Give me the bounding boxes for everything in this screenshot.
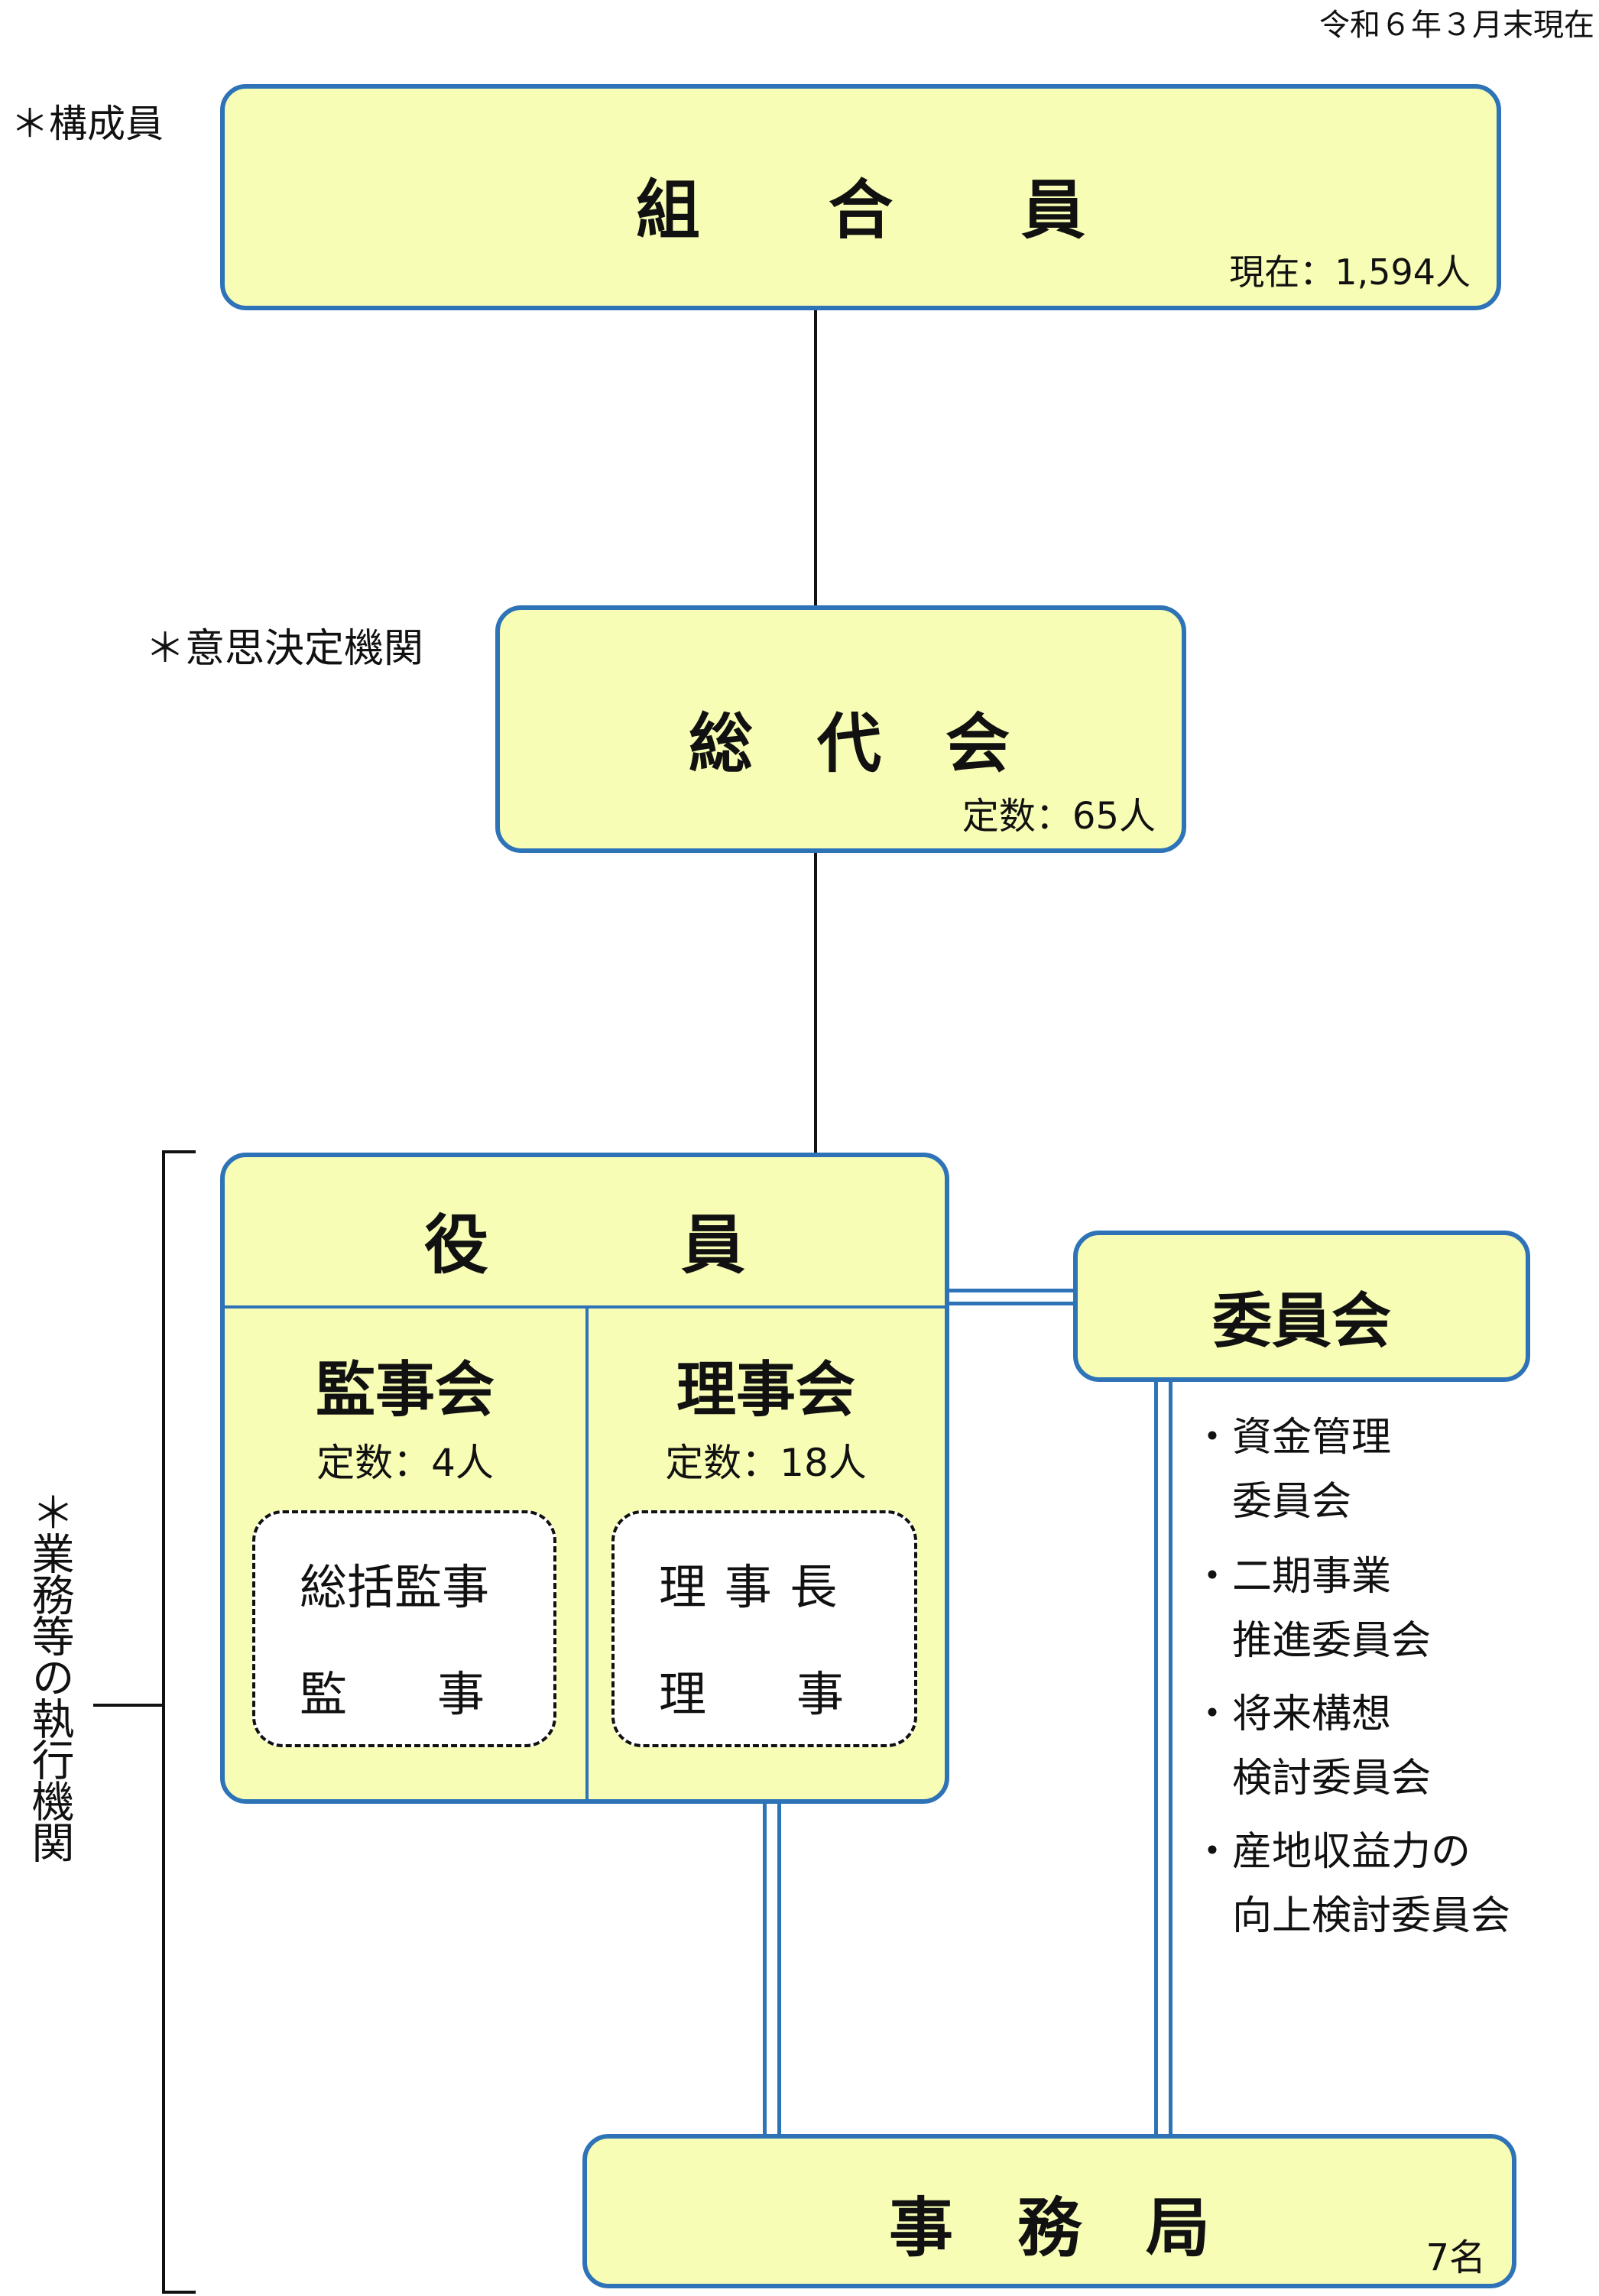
committee-title: 委員会 (1211, 1287, 1391, 1356)
members-to-assembly-line (814, 307, 817, 607)
auditors-members-group (252, 1510, 556, 1747)
committee-item-3-line-1: ・将来構想 (1192, 1691, 1392, 1737)
date-label: 令和６年３月末現在 (1319, 8, 1594, 43)
committee-item-3-line-2: 検討委員会 (1192, 1756, 1432, 1801)
officers-column-divider (585, 1307, 589, 1799)
committee-item-2-line-1: ・二期事業 (1192, 1554, 1392, 1600)
committee-item-1-line-1: ・資金管理 (1192, 1415, 1392, 1461)
exec-bracket (162, 1150, 196, 2294)
assembly-count: 定数：65人 (962, 795, 1156, 838)
assembly-box (495, 605, 1186, 853)
exec-bracket-tick (93, 1704, 164, 1707)
board-member-2: 理 事 (659, 1666, 844, 1722)
secretariat-count: 7名 (1425, 2236, 1486, 2279)
board-member-1: 理 事 長 (659, 1559, 839, 1615)
board-members-group (611, 1510, 917, 1747)
board-title: 理事会 (676, 1356, 855, 1425)
assembly-title: 総 代 会 (688, 706, 1010, 781)
auditors-member-1: 総括監事 (300, 1559, 490, 1615)
officers-committee-connector (946, 1289, 1079, 1305)
exec-role-label: ＊業務等の執行機関 (24, 1490, 74, 1862)
committee-secretariat-connector (1154, 1378, 1172, 2139)
officers-secretariat-connector (763, 1800, 781, 2139)
auditors-count: 定数：4人 (316, 1441, 494, 1485)
auditors-title: 監事会 (315, 1356, 495, 1425)
secretariat-title: 事 務 局 (888, 2191, 1210, 2265)
officers-header-divider (225, 1305, 945, 1309)
assembly-to-officers-line (814, 851, 817, 1154)
members-title: 組 合 員 (635, 173, 1085, 248)
officers-title: 役 員 (423, 1208, 745, 1283)
committee-item-1-line-2: 委員会 (1192, 1479, 1352, 1525)
auditors-member-2: 監 事 (300, 1666, 485, 1722)
secretariat-box (582, 2134, 1516, 2288)
board-count: 定数：18人 (665, 1441, 867, 1485)
decision-role-label: ＊意思決定機関 (145, 626, 424, 672)
members-box (220, 84, 1501, 310)
committee-item-4-line-1: ・産地収益力の (1192, 1829, 1471, 1875)
members-count: 現在：1,594人 (1229, 251, 1471, 293)
members-role-label: ＊構成員 (11, 102, 164, 146)
committee-box (1073, 1231, 1530, 1382)
committee-item-2-line-2: 推進委員会 (1192, 1618, 1432, 1664)
committee-item-4-line-2: 向上検討委員会 (1192, 1893, 1511, 1939)
